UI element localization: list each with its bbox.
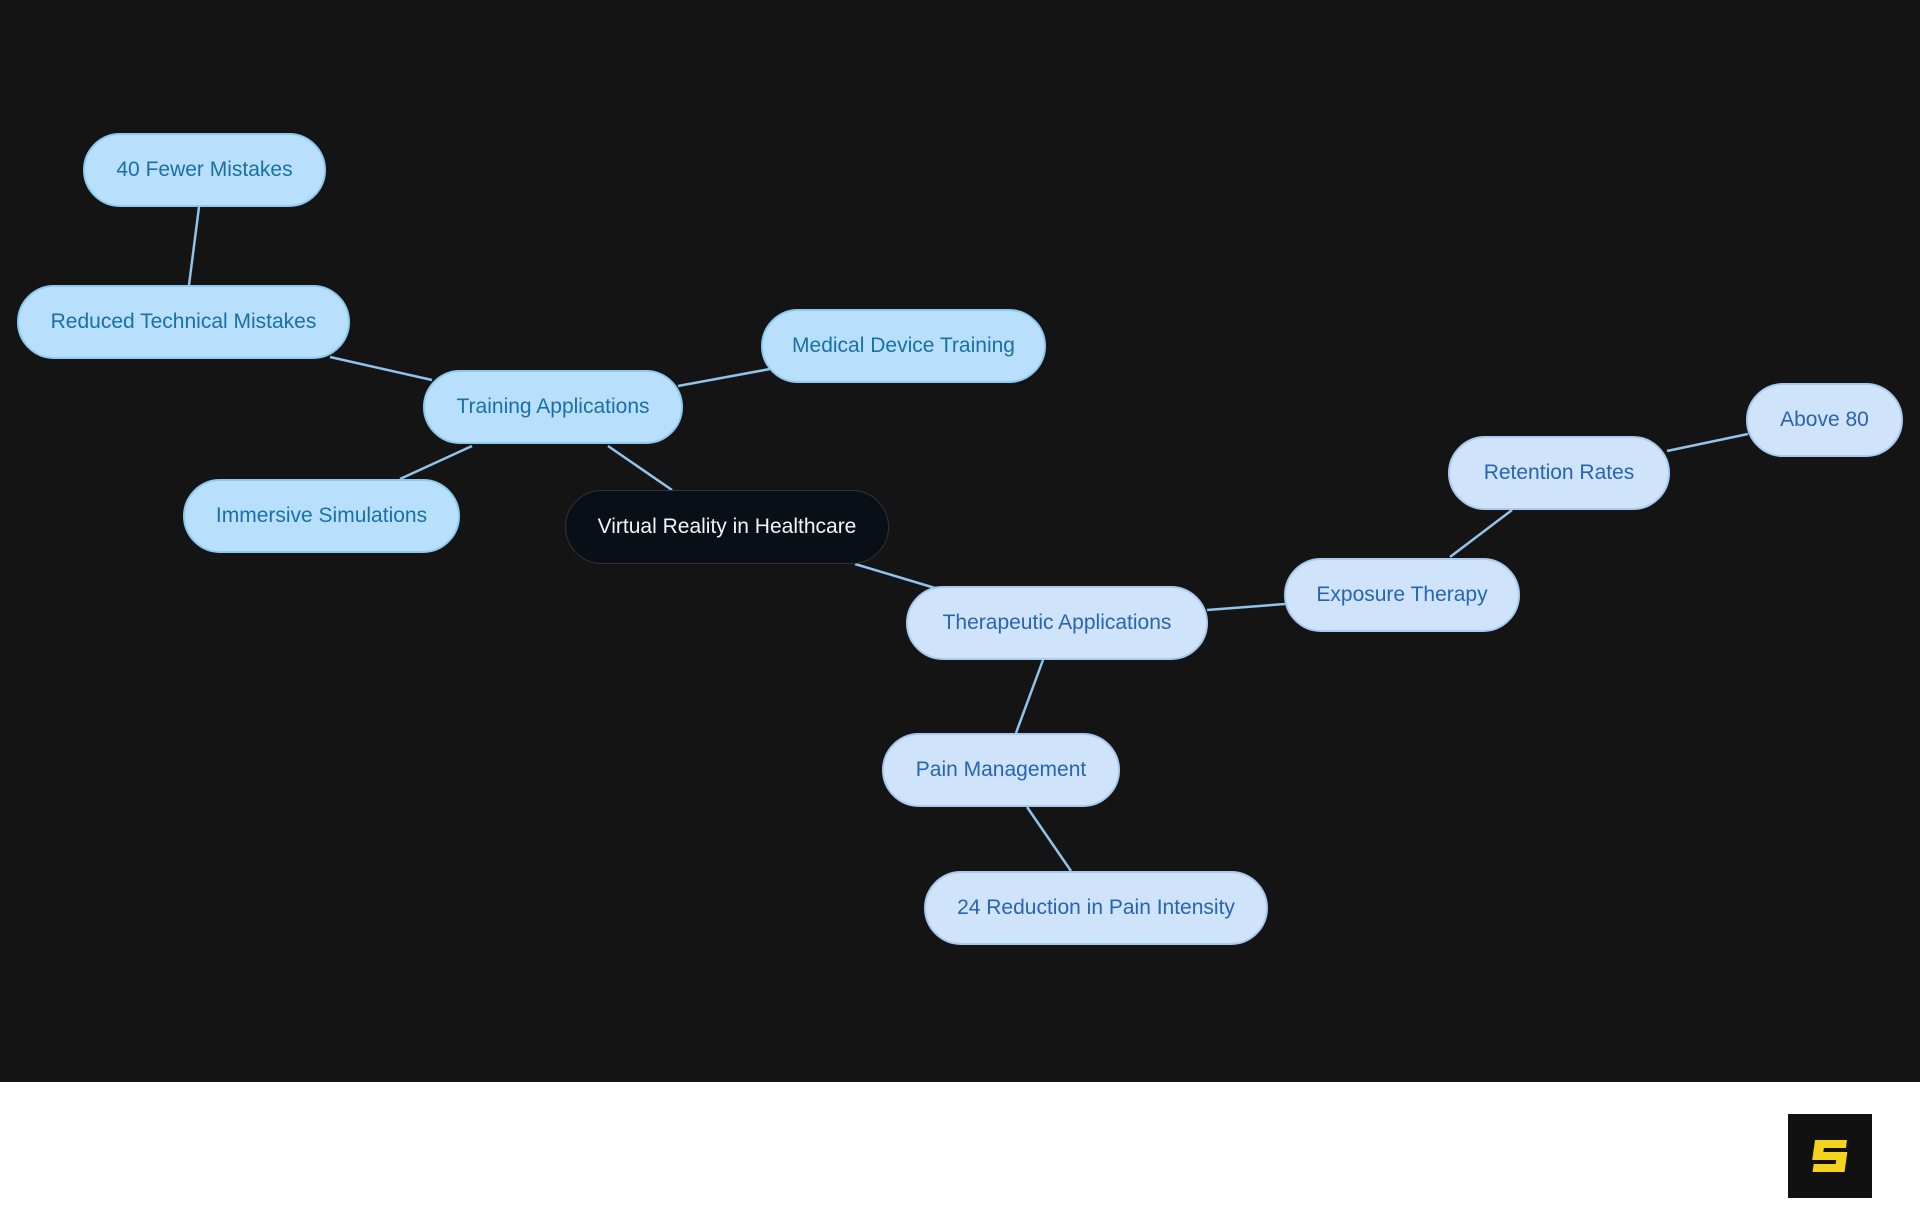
medical-device-training-node[interactable]: Medical Device Training bbox=[761, 309, 1046, 383]
retention-rates-label: Retention Rates bbox=[1483, 461, 1635, 484]
pain-management-node[interactable]: Pain Management bbox=[882, 733, 1120, 807]
exposure-therapy-node[interactable]: Exposure Therapy bbox=[1284, 558, 1520, 632]
training-applications-label: Training Applications bbox=[456, 395, 650, 418]
fewer-mistakes-label: 40 Fewer Mistakes bbox=[116, 158, 293, 181]
pain-management-label: Pain Management bbox=[915, 758, 1087, 781]
edge-therapeutic-pain bbox=[1014, 659, 1045, 734]
therapeutic-applications-node[interactable]: Therapeutic Applications bbox=[906, 586, 1208, 660]
pain-reduction-label: 24 Reduction in Pain Intensity bbox=[957, 896, 1235, 919]
edge-training-immersive bbox=[399, 444, 473, 481]
root-node-label: Virtual Reality in Healthcare bbox=[597, 515, 857, 538]
retention-rates-node[interactable]: Retention Rates bbox=[1448, 436, 1670, 510]
mindmap-canvas: Virtual Reality in Healthcare Training A… bbox=[0, 0, 1920, 1082]
pain-reduction-node[interactable]: 24 Reduction in Pain Intensity bbox=[924, 871, 1268, 945]
medical-device-training-label: Medical Device Training bbox=[792, 334, 1015, 357]
above-80-label: Above 80 bbox=[1780, 408, 1869, 431]
reduced-technical-mistakes-label: Reduced Technical Mistakes bbox=[50, 310, 317, 333]
training-applications-node[interactable]: Training Applications bbox=[423, 370, 683, 444]
edge-exposure-retention bbox=[1449, 509, 1513, 558]
immersive-simulations-label: Immersive Simulations bbox=[215, 504, 428, 527]
edge-reduced-fewer bbox=[187, 206, 201, 286]
edge-training-device bbox=[677, 367, 771, 388]
above-80-node[interactable]: Above 80 bbox=[1746, 383, 1903, 457]
edge-retention-above bbox=[1666, 432, 1749, 453]
mindmap-edges bbox=[187, 206, 1749, 872]
exposure-therapy-label: Exposure Therapy bbox=[1316, 583, 1488, 606]
footer-bar bbox=[0, 1082, 1920, 1215]
edge-root-training bbox=[607, 444, 673, 492]
edge-therapeutic-exposure bbox=[1206, 602, 1286, 612]
mindmap-root-node[interactable]: Virtual Reality in Healthcare bbox=[565, 490, 889, 564]
immersive-simulations-node[interactable]: Immersive Simulations bbox=[183, 479, 460, 553]
reduced-technical-mistakes-node[interactable]: Reduced Technical Mistakes bbox=[17, 285, 350, 359]
logo-s-glyph-icon bbox=[1812, 1140, 1848, 1172]
edge-training-reduced bbox=[329, 355, 433, 382]
stripe-s-logo-icon bbox=[1788, 1114, 1872, 1198]
therapeutic-applications-label: Therapeutic Applications bbox=[942, 611, 1172, 634]
edge-root-therapeutic bbox=[854, 562, 936, 590]
edge-pain-reduction bbox=[1025, 806, 1073, 872]
fewer-mistakes-node[interactable]: 40 Fewer Mistakes bbox=[83, 133, 326, 207]
